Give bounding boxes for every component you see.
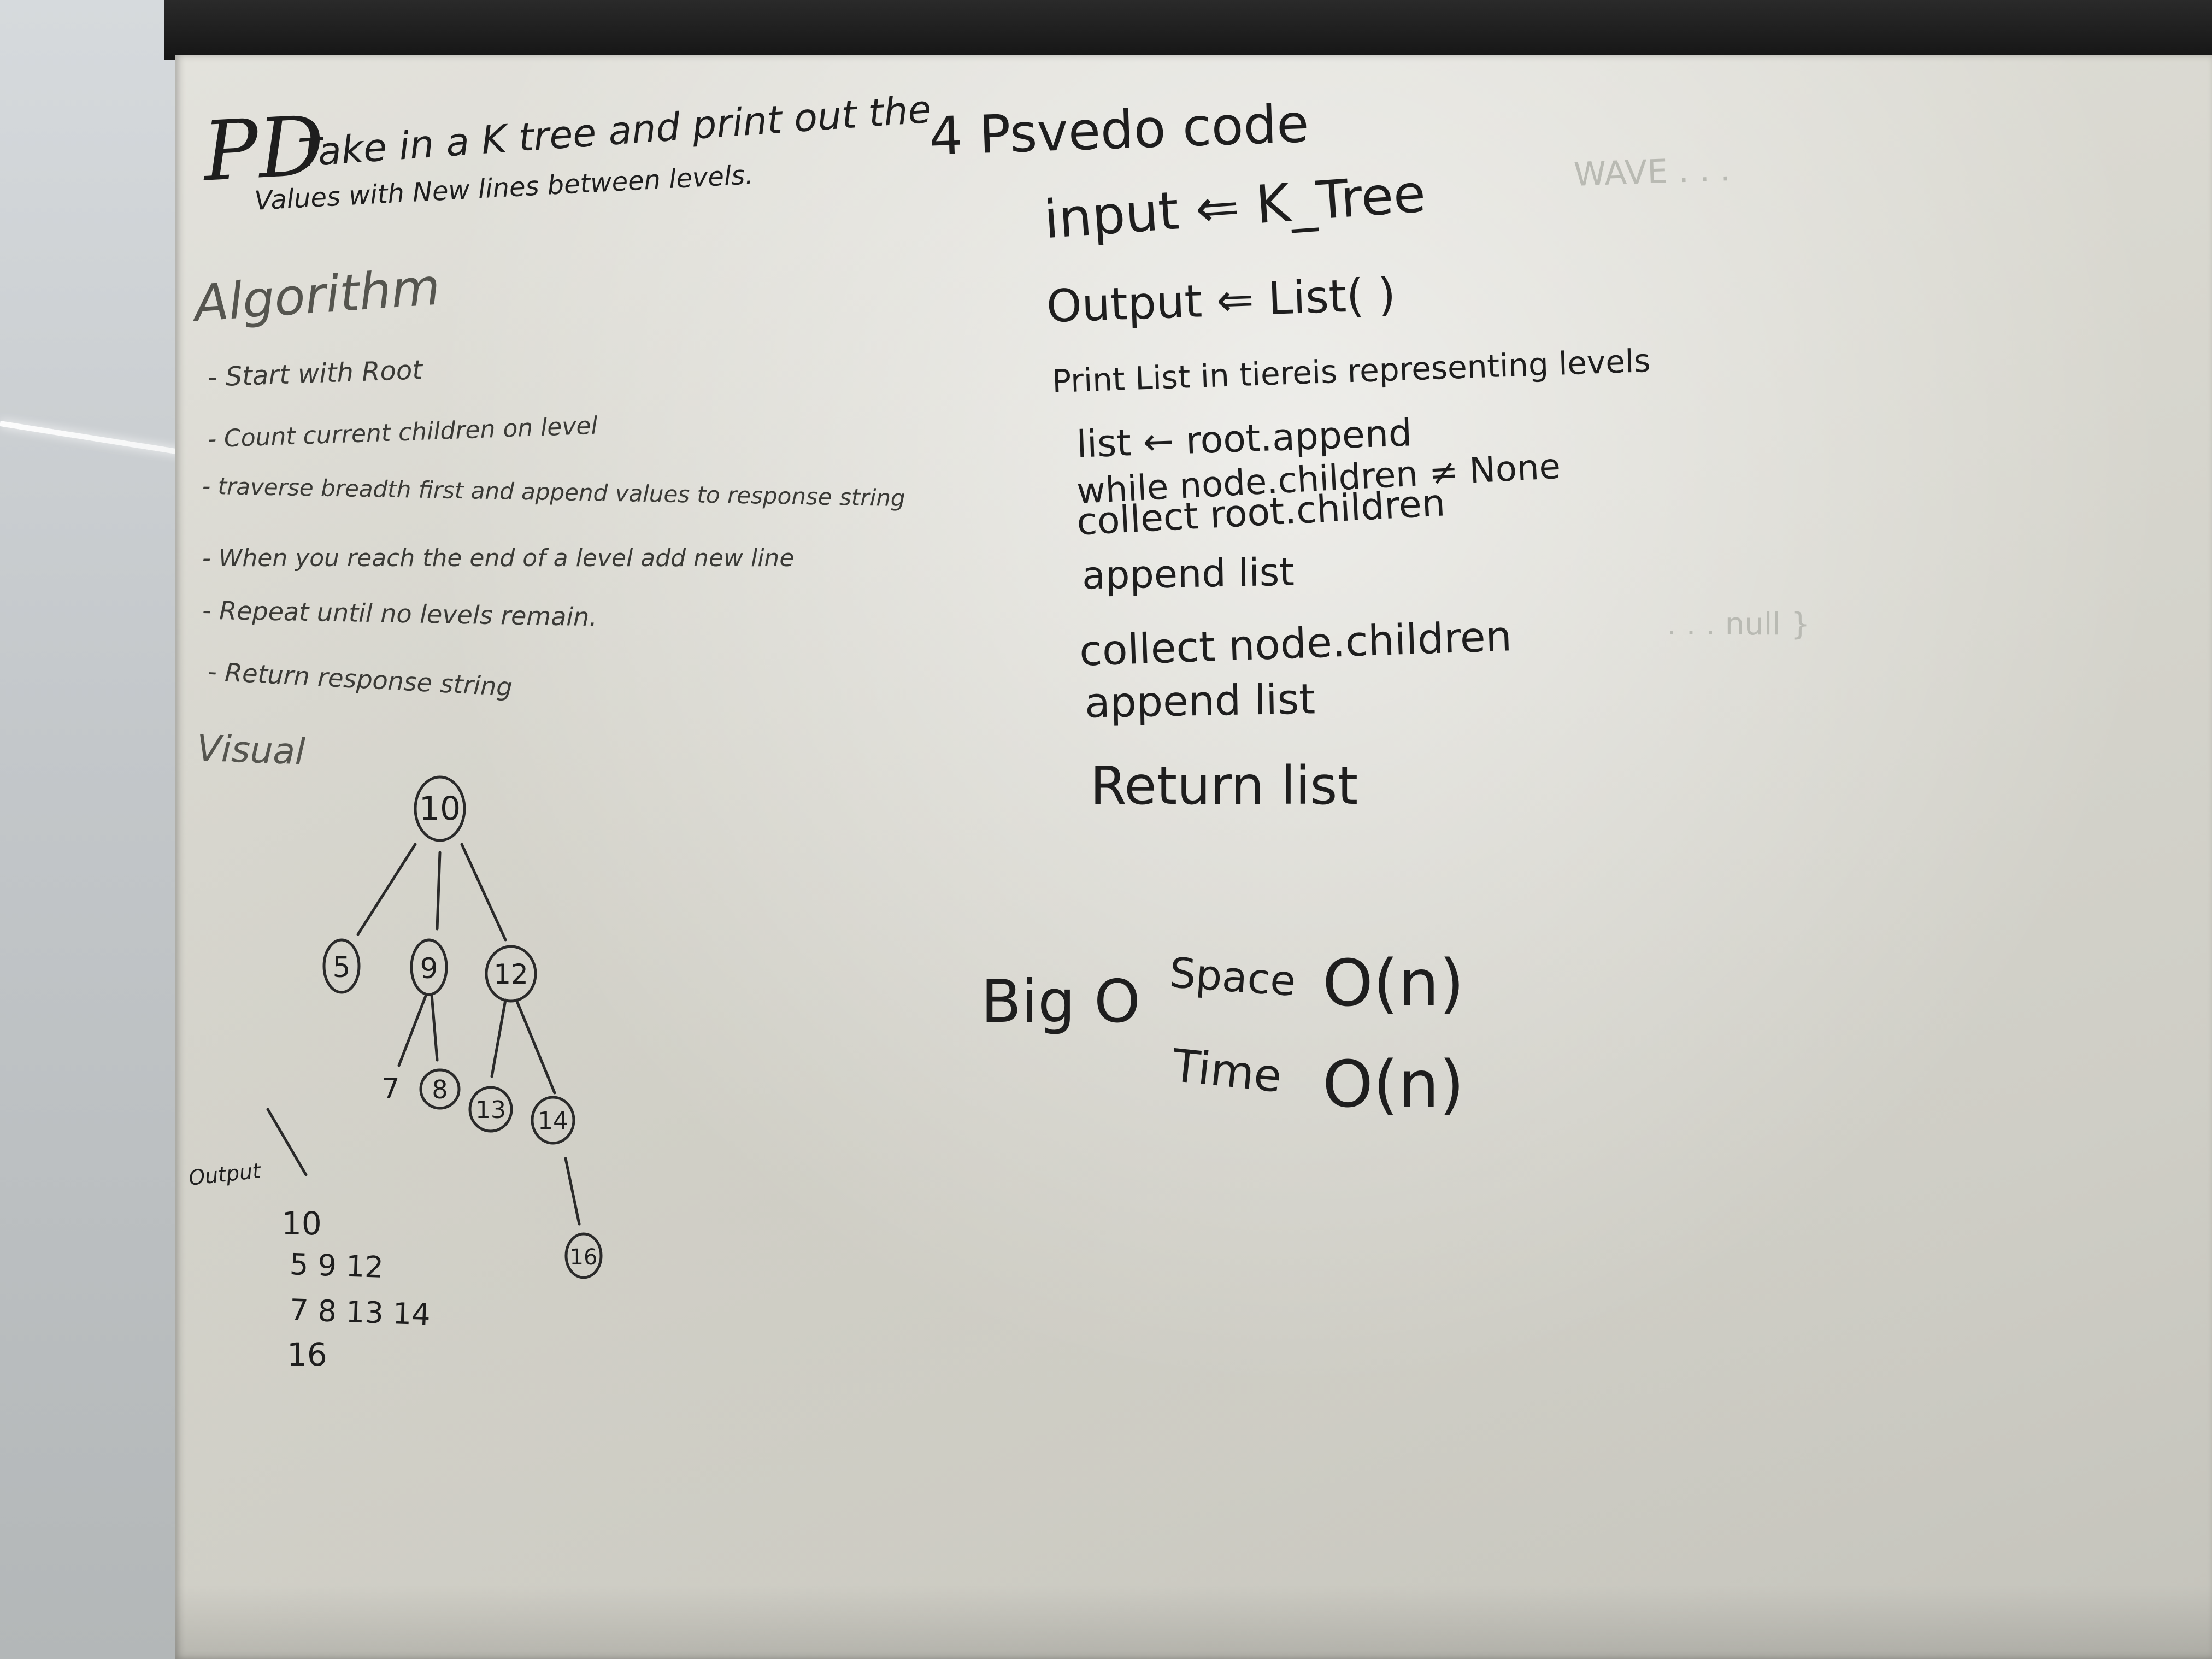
tree-node-label: 9	[420, 952, 438, 985]
time-complexity: O(n)	[1322, 1046, 1464, 1122]
output-line: 7 8 13 14	[289, 1292, 431, 1332]
tree-node-circle	[414, 775, 466, 842]
tree-node-circle	[419, 1068, 461, 1110]
output-line: 16	[287, 1336, 327, 1373]
pseudocode-line: Output ⇐ List( )	[1045, 268, 1397, 333]
board-top-frame	[164, 0, 2212, 60]
space-label: Space	[1168, 948, 1298, 1005]
tree-node-label: 7	[381, 1073, 399, 1105]
pseudocode-line: Return list	[1090, 755, 1358, 816]
tree-node-circle	[322, 938, 361, 994]
tree-node-label: 12	[493, 958, 528, 990]
output-line: 5 9 12	[289, 1247, 384, 1285]
big-o-heading: Big O	[981, 968, 1140, 1036]
tree-node-label: 16	[570, 1245, 598, 1270]
time-label: Time	[1169, 1039, 1285, 1103]
board-shadow	[175, 1585, 2212, 1659]
wall	[0, 0, 186, 1659]
tree-node-circle	[468, 1086, 513, 1133]
tree-node-label: 5	[332, 951, 350, 984]
tree-node-label: 13	[475, 1096, 506, 1124]
pseudocode-line: append list	[1081, 549, 1295, 598]
erased-writing: . . . null }	[1667, 607, 1810, 642]
tree-node-circle	[531, 1096, 575, 1145]
whiteboard	[175, 55, 2212, 1659]
pseudocode-line: append list	[1084, 674, 1316, 727]
tree-node-label: 14	[538, 1107, 568, 1135]
output-line: 10	[281, 1205, 322, 1242]
pseudocode-heading: 4 Psvedo code	[928, 92, 1310, 168]
space-complexity: O(n)	[1322, 945, 1464, 1021]
tree-node-circle	[485, 945, 537, 1003]
tree-node-circle	[564, 1232, 603, 1279]
tree-node-circle	[410, 938, 448, 996]
tree-node-label: 10	[419, 790, 461, 828]
algorithm-step: - When you reach the end of a level add …	[202, 544, 795, 572]
tree-node-label: 8	[432, 1075, 448, 1104]
